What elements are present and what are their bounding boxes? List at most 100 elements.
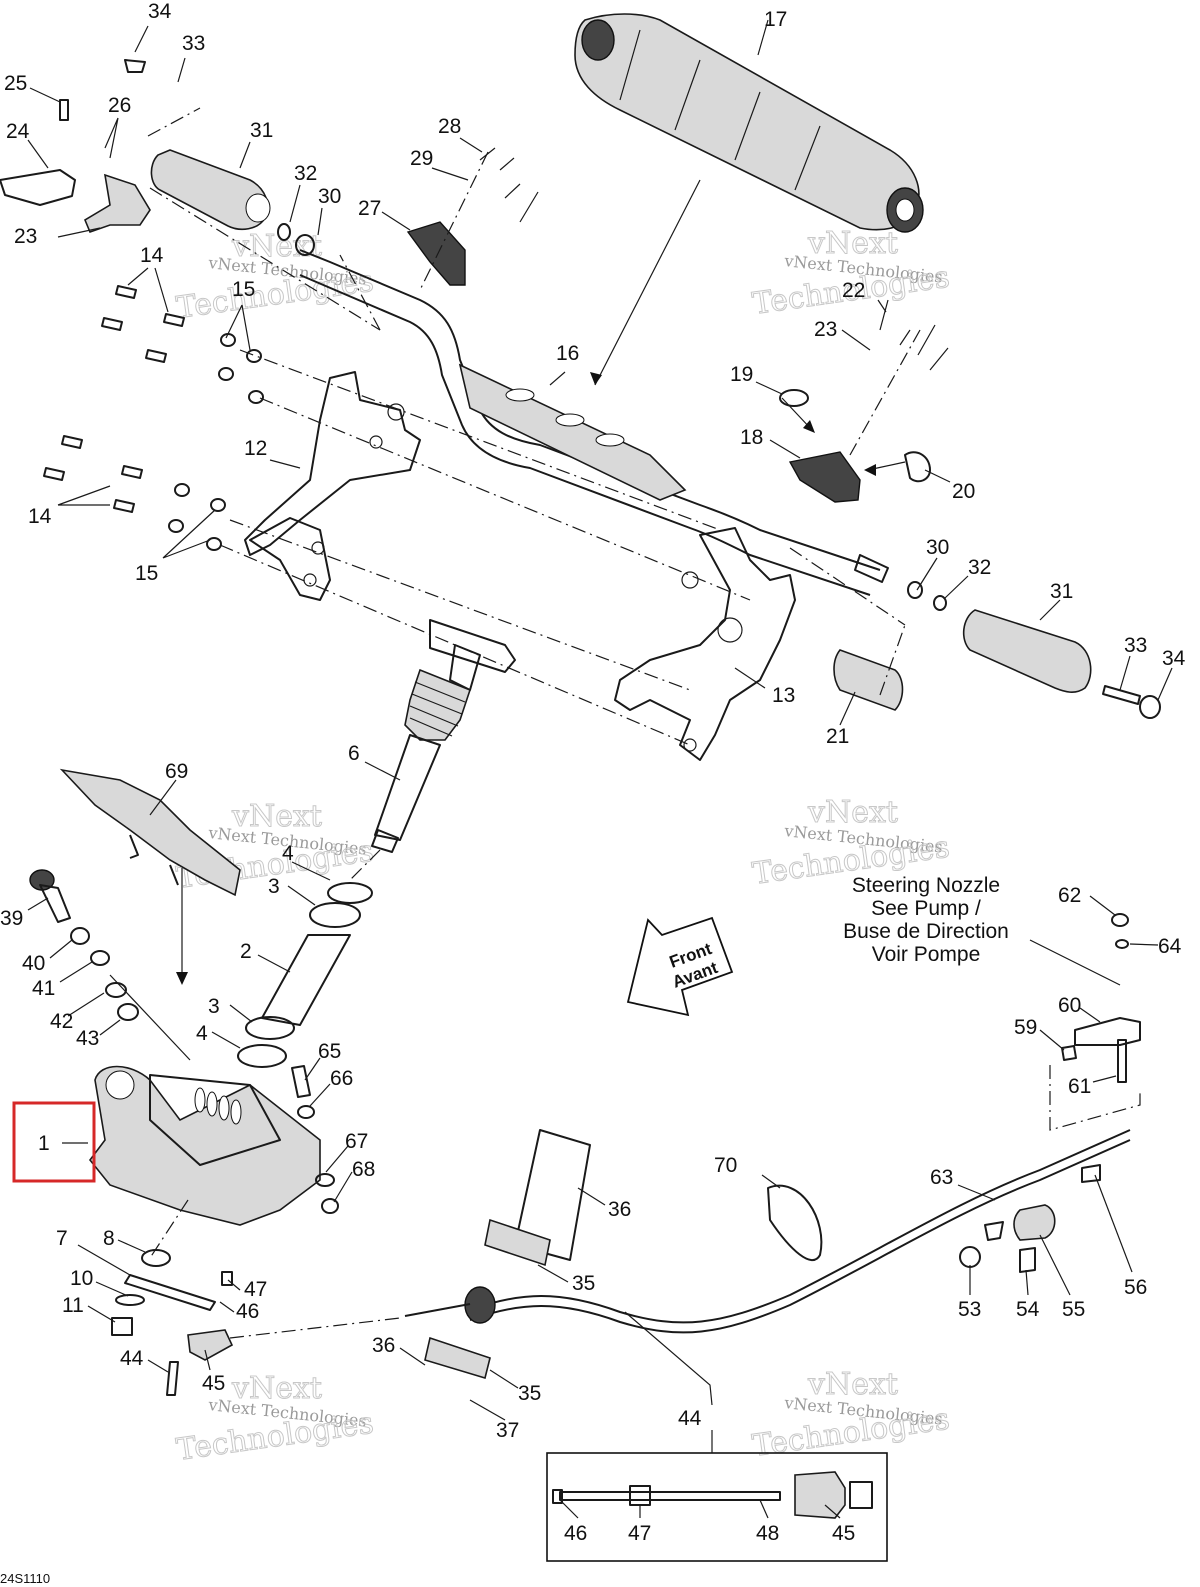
callout-24: 23 (14, 225, 37, 248)
callout-41: 39 (0, 907, 23, 930)
cable-fittings-drawing (959, 1164, 1101, 1273)
right-switch-housing-drawing (779, 389, 931, 503)
callout-20: 20 (952, 480, 975, 503)
note-line-4: Voir Pompe (872, 943, 981, 966)
callout-61: 61 (1068, 1075, 1091, 1098)
callout-13: 13 (772, 684, 795, 707)
callout-10: 10 (70, 1267, 93, 1290)
callout-3-bottom: 3 (208, 995, 220, 1018)
callout-60: 60 (1058, 994, 1081, 1017)
callout-31-bottom: 30 (926, 536, 949, 559)
arrows (176, 179, 906, 985)
callout-8: 8 (103, 1227, 115, 1250)
support-hardware-drawing (291, 1065, 339, 1214)
callout-36-bottom: 35 (518, 1382, 541, 1405)
callout-19: 19 (730, 363, 753, 386)
callout-47: 45 (202, 1372, 225, 1395)
callout-18: 18 (740, 426, 763, 449)
callout-37: 36 (608, 1198, 631, 1221)
cover-21-drawing (833, 649, 904, 711)
callout-44: 42 (50, 1010, 73, 1033)
callout-2: 2 (240, 940, 252, 963)
ring-70-drawing (767, 1184, 823, 1261)
ball-joint-drawing (1061, 913, 1141, 1083)
callout-66: 66 (330, 1067, 353, 1090)
highlight-box-part-1 (12, 1101, 96, 1183)
callout-21: 21 (826, 725, 849, 748)
callout-28: 27 (358, 197, 381, 220)
steering-column-drawing (371, 619, 516, 853)
svg-text:vNext: vNext (231, 799, 322, 834)
callout-14-top: 14 (140, 244, 164, 267)
right-grip-drawing (907, 581, 1161, 719)
callout-42: 40 (22, 952, 45, 975)
svg-text:vNext: vNext (807, 795, 898, 830)
pivot-hardware-drawing (29, 869, 139, 1021)
inset-detail-box (546, 1452, 888, 1562)
handlebar-drawing (299, 249, 889, 596)
left-grip-drawing (150, 149, 315, 256)
callout-57: 55 (1062, 1298, 1085, 1321)
callout-34-top: 33 (182, 32, 205, 55)
callout-35-top: 34 (148, 0, 172, 23)
callout-14-bottom: 14 (28, 505, 52, 528)
svg-text:vNext: vNext (807, 226, 898, 261)
assembly-lines (147, 107, 1141, 1339)
callout-27: 26 (108, 94, 131, 117)
callout-30: 29 (410, 147, 433, 170)
left-switch-housing-drawing (406, 221, 466, 286)
inset-cable-drawing (552, 1471, 873, 1519)
callout-62: 62 (1058, 884, 1081, 907)
watermark-top-right: vNext vNext Technologies Technologies (750, 226, 952, 323)
steering-cable-drawing (404, 1129, 1131, 1380)
callout-68: 68 (352, 1158, 375, 1181)
throttle-lever-drawing (0, 59, 151, 234)
note-line-2: See Pump / (871, 897, 981, 920)
steering-support-drawing (88, 1065, 321, 1226)
callout-63: 63 (930, 1166, 953, 1189)
callout-58: 56 (1124, 1276, 1147, 1299)
callout-39: 36 (372, 1334, 395, 1357)
callout-59: 59 (1014, 1016, 1037, 1039)
callout-69: 69 (165, 760, 188, 783)
callout-35-bottom: 34 (1162, 647, 1186, 670)
callout-65: 65 (318, 1040, 341, 1063)
callout-32-bottom: 31 (1050, 580, 1073, 603)
steering-nozzle-note: Steering Nozzle See Pump / Buse de Direc… (843, 874, 1009, 966)
callout-46: 44 (120, 1347, 144, 1370)
upper-clamp-drawing (244, 371, 421, 601)
lower-clamp-drawing (614, 527, 796, 761)
callout-15-top: 15 (232, 278, 255, 301)
callout-36-top: 35 (572, 1272, 595, 1295)
callout-55: 53 (958, 1298, 981, 1321)
handlebar-padding-drawing (574, 13, 924, 233)
callout-32-top: 31 (250, 119, 273, 142)
callout-3-top: 3 (268, 875, 280, 898)
callout-45: 43 (76, 1027, 99, 1050)
callout-52: 46 (564, 1522, 587, 1545)
lower-linkage-drawing (111, 1249, 234, 1396)
svg-text:vNext: vNext (807, 1367, 898, 1402)
callout-53: 47 (628, 1522, 651, 1545)
callout-labels: 34 33 25 26 24 31 28 29 32 30 27 23 14 1… (0, 0, 1186, 1545)
callout-31-top: 30 (318, 185, 341, 208)
clamp-bolts-drawing (43, 285, 264, 551)
callout-12: 12 (244, 437, 267, 460)
callout-40: 37 (496, 1419, 519, 1442)
callout-23: 23 (814, 318, 837, 341)
callout-34-bottom: 33 (1124, 634, 1147, 657)
part-drawings: Front Avant (0, 13, 1161, 1562)
watermark-top-left: vNext vNext Technologies Technologies (174, 229, 376, 327)
callout-50-54: 44 (678, 1407, 702, 1430)
callout-33-top: 32 (294, 162, 317, 185)
callout-1: 1 (38, 1132, 50, 1155)
callout-11: 11 (62, 1294, 84, 1317)
callout-70: 70 (714, 1154, 737, 1177)
drawing-code: 24S1110 (0, 1571, 50, 1586)
callout-48: 46 (236, 1300, 259, 1323)
callout-6: 6 (348, 742, 360, 765)
watermark-bottom-right: vNext vNext Technologies Technologies (750, 1367, 952, 1465)
callout-67: 67 (345, 1130, 368, 1153)
cover-plate-drawing (59, 768, 241, 897)
callout-17: 17 (764, 8, 787, 31)
